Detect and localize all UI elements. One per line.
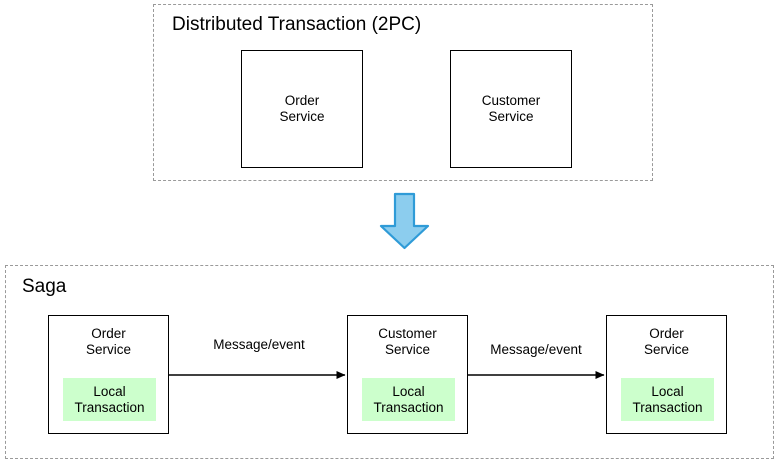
group-title-distributed-transaction: Distributed Transaction (2PC) <box>172 14 422 35</box>
service-label-customer-saga-2: Customer Service <box>378 326 437 357</box>
local-transaction-label-3: Local Transaction <box>632 383 703 415</box>
service-box-customer-2pc[interactable]: Customer Service <box>450 50 572 168</box>
service-box-order-saga-3[interactable]: Order Service Local Transaction <box>606 315 727 434</box>
local-transaction-chip-1: Local Transaction <box>63 378 156 421</box>
service-box-customer-saga-2[interactable]: Customer Service Local Transaction <box>347 315 468 434</box>
local-transaction-label-1: Local Transaction <box>74 383 145 415</box>
service-label-customer-2pc: Customer Service <box>481 93 541 124</box>
group-title-saga: Saga <box>22 276 67 297</box>
service-label-order-2pc: Order Service <box>279 93 325 124</box>
edge-label-message-event-2: Message/event <box>490 342 582 357</box>
group-saga <box>5 265 774 459</box>
local-transaction-label-2: Local Transaction <box>373 383 444 415</box>
service-label-order-saga-3: Order Service <box>643 326 689 357</box>
local-transaction-chip-3: Local Transaction <box>621 378 714 421</box>
service-label-order-saga-1: Order Service <box>85 326 131 357</box>
down-arrow-icon <box>378 192 431 250</box>
service-box-order-saga-1[interactable]: Order Service Local Transaction <box>48 315 169 434</box>
edge-label-message-event-1: Message/event <box>213 337 305 352</box>
service-box-order-2pc[interactable]: Order Service <box>241 50 363 168</box>
group-distributed-transaction <box>153 4 653 181</box>
local-transaction-chip-2: Local Transaction <box>362 378 455 421</box>
